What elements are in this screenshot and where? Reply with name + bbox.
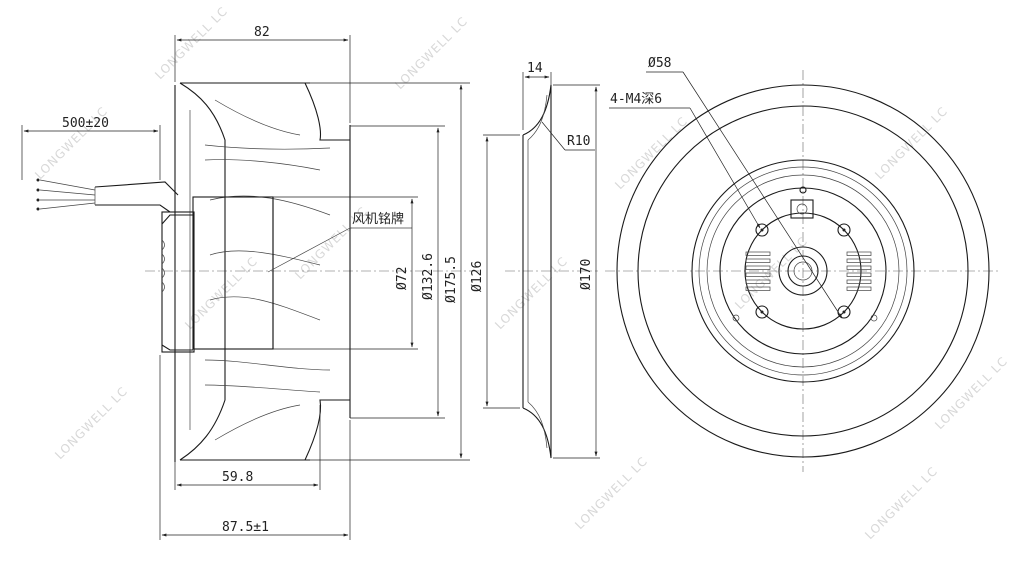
shroud-bottom bbox=[304, 399, 350, 461]
cooling-fins-left bbox=[745, 251, 771, 291]
motor-chamfer bbox=[161, 344, 193, 351]
motor-chamfer bbox=[161, 214, 193, 225]
watermark-text: LONGWELL LC bbox=[572, 454, 650, 532]
dim-overall-width: 82 bbox=[254, 25, 270, 40]
inlet-inner-2 bbox=[706, 174, 900, 368]
ring-profile bbox=[522, 84, 552, 459]
outer-ring bbox=[616, 84, 990, 458]
leader-holes bbox=[689, 107, 761, 229]
blade bbox=[214, 404, 301, 441]
blade bbox=[204, 159, 321, 171]
dim-base-width: 59.8 bbox=[222, 470, 253, 485]
cable-bottom bbox=[95, 204, 171, 213]
cable-connector bbox=[790, 199, 814, 219]
inlet-ring bbox=[691, 159, 915, 383]
ring-fillet bbox=[527, 401, 548, 449]
watermark-text: LONGWELL LC bbox=[862, 464, 940, 542]
inlet-ring-view: 14 R10 Ø126 Ø170 bbox=[470, 61, 600, 459]
blade bbox=[209, 296, 321, 321]
blade bbox=[209, 195, 331, 216]
watermark-text: LONGWELL LC bbox=[732, 234, 810, 312]
leader-58 bbox=[682, 71, 843, 319]
dim-total-width: 87.5±1 bbox=[222, 520, 269, 535]
front-view: Ø58 4-M4深6 bbox=[605, 56, 1000, 472]
dim-inlet-dia: Ø132.6 bbox=[421, 253, 436, 300]
watermark-text: LONGWELL LC bbox=[52, 384, 130, 462]
dim-ring-outer-dia: Ø170 bbox=[579, 259, 594, 290]
back-plate-curve bbox=[179, 82, 226, 461]
connector-hole bbox=[796, 203, 808, 215]
blade bbox=[204, 144, 331, 150]
cable-wires bbox=[36, 178, 96, 211]
ring-fillet bbox=[527, 94, 548, 141]
watermark-text: LONGWELL LC bbox=[612, 114, 690, 192]
blade bbox=[214, 99, 301, 136]
dim-holes: 4-M4深6 bbox=[610, 92, 662, 107]
cooling-fins-right bbox=[846, 251, 872, 291]
dim-cable-length: 500±20 bbox=[62, 116, 109, 131]
terminal-coils bbox=[161, 239, 165, 293]
small-hole bbox=[732, 314, 740, 322]
nameplate-leader bbox=[267, 227, 351, 273]
shroud-ring bbox=[637, 105, 969, 437]
shaft-boss bbox=[778, 246, 828, 296]
index-hole bbox=[799, 186, 807, 194]
dim-ring-inner-dia: Ø126 bbox=[470, 261, 485, 292]
watermark-text: LONGWELL LC bbox=[492, 254, 570, 332]
watermark-text: LONGWELL LC bbox=[392, 14, 470, 92]
radius-leader bbox=[541, 121, 566, 151]
blade bbox=[204, 359, 331, 371]
small-hole bbox=[870, 314, 878, 322]
nameplate-label: 风机铭牌 bbox=[352, 211, 404, 227]
inlet-inner bbox=[698, 166, 908, 376]
motor-rear bbox=[161, 211, 195, 353]
side-view: 82 500±20 风机铭牌 Ø72 Ø132.6 Ø175.5 59.8 87 bbox=[21, 25, 480, 540]
cable-top bbox=[94, 181, 179, 196]
watermark-text: LONGWELL LC bbox=[872, 104, 950, 182]
dim-bolt-circle: Ø58 bbox=[648, 56, 671, 71]
dim-ring-thickness: 14 bbox=[527, 61, 543, 76]
blade bbox=[209, 250, 321, 266]
dim-ring-radius: R10 bbox=[567, 134, 590, 149]
shroud-top bbox=[304, 82, 350, 141]
blade bbox=[204, 384, 321, 393]
dim-outer-dia: Ø175.5 bbox=[444, 256, 459, 303]
shaft-bearing bbox=[787, 255, 819, 287]
dim-hub-dia: Ø72 bbox=[395, 267, 410, 290]
motor-hub bbox=[744, 212, 862, 330]
watermark-text: LONGWELL LC bbox=[152, 4, 230, 82]
motor-flange bbox=[719, 187, 887, 355]
